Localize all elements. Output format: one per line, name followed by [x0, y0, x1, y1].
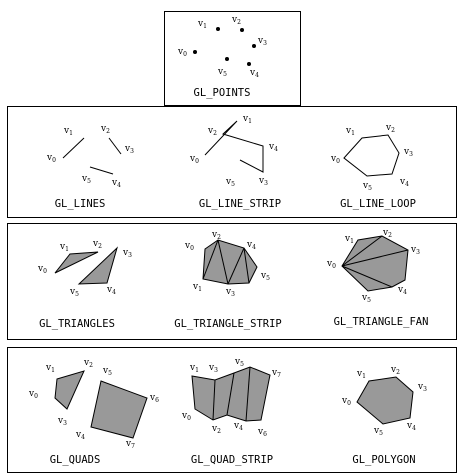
svg-text:v5: v5: [225, 177, 235, 188]
point-v2: [240, 28, 244, 32]
svg-text:v5: v5: [102, 366, 112, 377]
svg-text:v4: v4: [406, 421, 416, 432]
svg-text:v5: v5: [234, 357, 244, 368]
svg-text:v2: v2: [382, 228, 392, 239]
points-panel: [164, 11, 301, 106]
svg-text:v2: v2: [207, 126, 217, 137]
svg-text:v6: v6: [257, 427, 267, 438]
triangle-strip-figure: [202, 239, 258, 285]
svg-text:v3: v3: [124, 144, 134, 155]
lines-row-panel: [7, 106, 457, 218]
svg-text:v3: v3: [258, 176, 268, 187]
triangle-fan-figure: [341, 235, 409, 292]
vlabel: v2: [231, 15, 241, 26]
svg-text:v5: v5: [361, 293, 371, 304]
svg-text:v3: v3: [225, 287, 235, 298]
svg-text:v2: v2: [385, 123, 395, 134]
point-v5: [225, 57, 229, 61]
svg-text:v1: v1: [242, 114, 252, 125]
caption-gl-quad-strip: GL_QUAD_STRIP: [190, 454, 274, 466]
svg-text:v0: v0: [181, 411, 191, 422]
points-figure: v1 v2 v3 v0 v5 v4: [177, 15, 267, 79]
point-v3: [252, 44, 256, 48]
svg-text:v3: v3: [122, 248, 132, 259]
vlabel: v0: [177, 47, 187, 58]
svg-text:v3: v3: [417, 382, 427, 393]
lines-figure: [62, 137, 122, 175]
caption-gl-quads: GL_QUADS: [49, 454, 101, 466]
svg-text:v4: v4: [106, 285, 116, 296]
vlabel: v3: [257, 36, 267, 47]
svg-text:v1: v1: [45, 363, 55, 374]
svg-text:v0: v0: [330, 154, 340, 165]
svg-text:v1: v1: [63, 126, 73, 137]
svg-text:v5: v5: [362, 181, 372, 192]
quad-strip-figure: [191, 366, 271, 422]
quads-figure: [54, 370, 148, 439]
caption-gl-line-loop: GL_LINE_LOOP: [340, 198, 416, 210]
caption-gl-triangle-fan: GL_TRIANGLE_FAN: [333, 316, 429, 328]
vlabel: v4: [249, 68, 259, 79]
svg-text:v2: v2: [211, 230, 221, 241]
svg-text:v2: v2: [83, 358, 93, 369]
svg-text:v2: v2: [100, 124, 110, 135]
svg-text:v1: v1: [189, 363, 199, 374]
svg-text:v0: v0: [341, 396, 351, 407]
svg-text:v1: v1: [59, 242, 69, 253]
caption-gl-triangles: GL_TRIANGLES: [39, 318, 115, 330]
line-loop-figure: [343, 134, 400, 177]
svg-text:v6: v6: [149, 393, 159, 404]
svg-text:v4: v4: [268, 142, 278, 153]
point-v0: [193, 50, 197, 54]
triangles-figure: [54, 246, 118, 285]
vlabel: v5: [217, 67, 227, 78]
line-strip-figure: [204, 120, 264, 173]
svg-text:v5: v5: [81, 174, 91, 185]
svg-text:v1: v1: [344, 234, 354, 245]
svg-text:v7: v7: [125, 439, 135, 450]
svg-text:v5: v5: [373, 426, 383, 437]
svg-text:v5: v5: [260, 271, 270, 282]
svg-text:v4: v4: [111, 178, 121, 189]
svg-text:v1: v1: [192, 282, 202, 293]
point-v4: [247, 62, 251, 66]
svg-text:v0: v0: [184, 241, 194, 252]
svg-text:v4: v4: [246, 240, 256, 251]
svg-text:v4: v4: [233, 421, 243, 432]
svg-text:v3: v3: [403, 147, 413, 158]
svg-text:v3: v3: [208, 363, 218, 374]
caption-gl-polygon: GL_POLYGON: [352, 454, 416, 466]
svg-text:v0: v0: [28, 389, 38, 400]
svg-text:v2: v2: [211, 424, 221, 435]
svg-text:v0: v0: [326, 259, 336, 270]
svg-text:v2: v2: [390, 365, 400, 376]
svg-text:v4: v4: [399, 177, 409, 188]
caption-gl-lines: GL_LINES: [54, 198, 106, 210]
svg-text:v4: v4: [397, 285, 407, 296]
polygon-figure: [356, 376, 414, 425]
svg-text:v1: v1: [345, 126, 355, 137]
svg-text:v7: v7: [271, 368, 281, 379]
svg-text:v4: v4: [75, 430, 85, 441]
svg-text:v0: v0: [189, 154, 199, 165]
svg-text:v0: v0: [46, 153, 56, 164]
svg-text:v1: v1: [356, 369, 366, 380]
svg-text:v2: v2: [92, 239, 102, 250]
caption-gl-triangle-strip: GL_TRIANGLE_STRIP: [174, 318, 282, 330]
svg-text:v3: v3: [57, 416, 67, 427]
svg-text:v5: v5: [69, 287, 79, 298]
vlabel: v1: [197, 19, 207, 30]
svg-text:v3: v3: [410, 245, 420, 256]
point-v1: [216, 27, 220, 31]
caption-gl-points: GL_POINTS: [193, 87, 251, 99]
caption-gl-line-strip: GL_LINE_STRIP: [198, 198, 282, 210]
svg-text:v0: v0: [37, 264, 47, 275]
